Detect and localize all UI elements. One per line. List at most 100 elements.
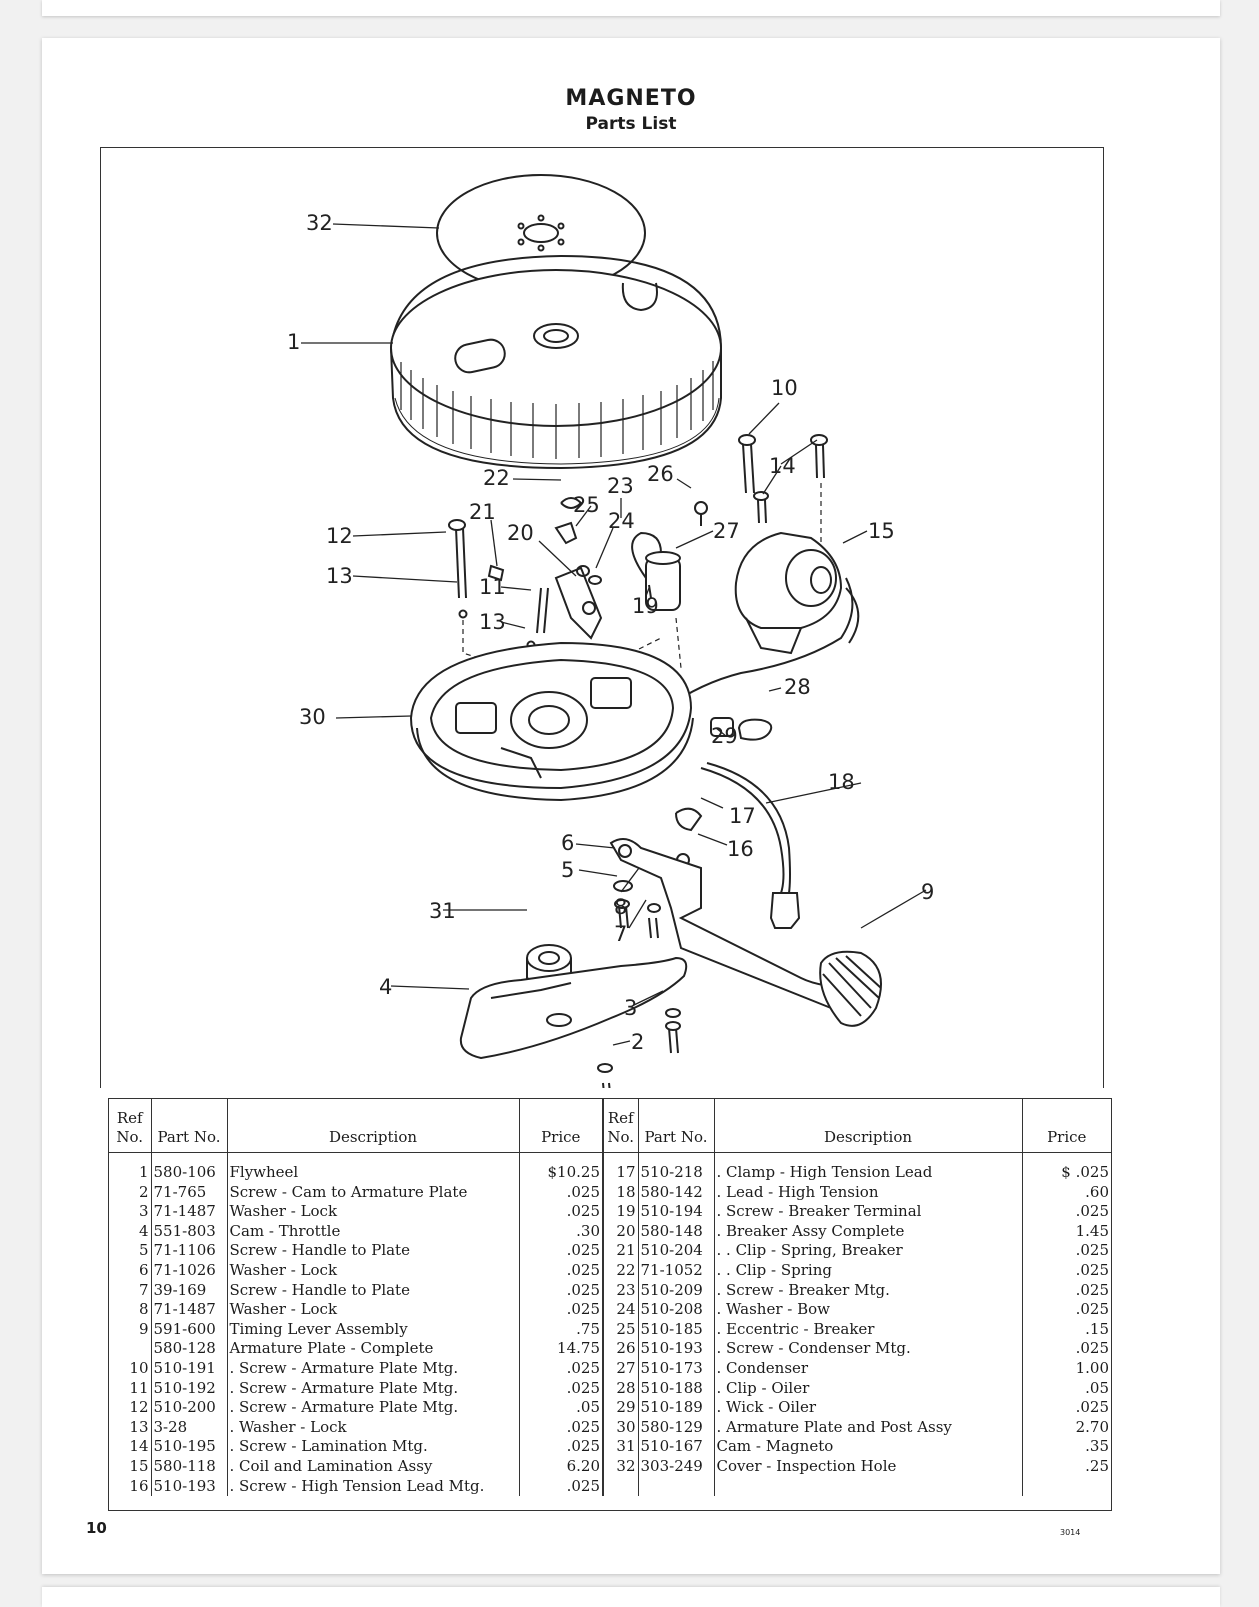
part-number-cell: 580-129 bbox=[638, 1417, 715, 1438]
page-number: 10 bbox=[86, 1519, 107, 1537]
description-cell: . Screw - Breaker Terminal bbox=[714, 1202, 1023, 1222]
description-cell: . Clip - Oiler bbox=[714, 1378, 1023, 1399]
callout-label: 29 bbox=[711, 724, 738, 748]
part-number-cell: 510-208 bbox=[638, 1300, 715, 1320]
ref-cell: 31 bbox=[603, 1437, 639, 1457]
ref-cell: 18 bbox=[603, 1182, 639, 1203]
part-number-cell bbox=[638, 1476, 715, 1497]
print-code: 3014 bbox=[1060, 1528, 1081, 1537]
part-number-cell: 510-209 bbox=[638, 1280, 715, 1301]
price-cell: $10.25 bbox=[519, 1152, 604, 1183]
price-cell: .60 bbox=[1085, 1182, 1109, 1201]
parts-table: Ref No. Part No. Description Price Ref N… bbox=[109, 1099, 1111, 1497]
callout-label: 21 bbox=[469, 500, 496, 524]
price-cell: 1.00 bbox=[1075, 1358, 1109, 1377]
price-cell: .025 bbox=[519, 1437, 604, 1457]
ref-cell: 21 bbox=[603, 1241, 639, 1261]
price-cell: .025 bbox=[519, 1358, 604, 1379]
description-cell: . Breaker Assy Complete bbox=[714, 1221, 1023, 1242]
description-cell: . Screw - Lamination Mtg. bbox=[227, 1437, 520, 1457]
ref-cell: 19 bbox=[603, 1202, 639, 1222]
ref-cell: 15 bbox=[109, 1456, 152, 1477]
price-cell: .025 bbox=[1075, 1300, 1109, 1319]
ref-cell: 11 bbox=[109, 1378, 152, 1399]
ref-cell: 3 bbox=[109, 1202, 152, 1222]
description-column-header: Description bbox=[714, 1099, 1023, 1153]
description-cell: . Lead - High Tension bbox=[714, 1182, 1023, 1203]
callout-label: 14 bbox=[769, 454, 796, 478]
ref-cell: 10 bbox=[109, 1358, 152, 1379]
table-header-row: Ref No. Part No. Description Price Ref N… bbox=[109, 1099, 1111, 1153]
part-column-header: Part No. bbox=[151, 1099, 228, 1153]
armature-plate-part bbox=[409, 641, 694, 802]
callout-label: 1 bbox=[287, 330, 300, 354]
timing-lever-part bbox=[609, 838, 882, 1027]
price-cell: .15 bbox=[1085, 1319, 1109, 1338]
price-cell: .25 bbox=[1085, 1456, 1109, 1475]
part-number-cell: 39-169 bbox=[151, 1280, 228, 1301]
callout-label: 24 bbox=[608, 509, 635, 533]
ref-cell: 6 bbox=[109, 1260, 152, 1281]
callout-label: 9 bbox=[921, 880, 934, 904]
callout-label: 26 bbox=[647, 462, 674, 486]
breaker-assembly-part bbox=[448, 497, 708, 673]
price-cell: .025 bbox=[519, 1300, 604, 1320]
price-cell: 2.70 bbox=[1075, 1417, 1109, 1436]
part-number-cell: 510-188 bbox=[638, 1378, 715, 1399]
description-cell: . Screw - Breaker Mtg. bbox=[714, 1280, 1023, 1301]
description-cell: . Condenser bbox=[714, 1358, 1023, 1379]
description-cell: . Eccentric - Breaker bbox=[714, 1319, 1023, 1340]
callout-label: 22 bbox=[483, 466, 510, 490]
price-cell: .025 bbox=[1075, 1280, 1109, 1299]
description-cell: . Clamp - High Tension Lead bbox=[714, 1152, 1023, 1183]
part-number-cell: 510-192 bbox=[151, 1378, 228, 1399]
ref-cell: 27 bbox=[603, 1358, 639, 1379]
part-number-cell: 510-193 bbox=[638, 1339, 715, 1359]
callout-label: 28 bbox=[784, 675, 811, 699]
lever-fasteners-part bbox=[613, 880, 661, 939]
catalog-page: MAGNETO Parts List bbox=[42, 38, 1220, 1574]
price-cell: .025 bbox=[519, 1202, 604, 1222]
ref-cell: 28 bbox=[603, 1378, 639, 1399]
description-cell: Washer - Lock bbox=[227, 1300, 520, 1320]
ref-cell: 22 bbox=[603, 1260, 639, 1281]
description-column-header: Description bbox=[227, 1099, 520, 1153]
callout-label: 6 bbox=[561, 831, 574, 855]
part-number-cell: 510-218 bbox=[638, 1152, 715, 1183]
price-cell: .025 bbox=[519, 1378, 604, 1399]
magneto-illustration: 32 1 10 14 26 22 23 25 21 20 24 12 27 15… bbox=[287, 174, 934, 1088]
price-cell: $ .025 bbox=[1061, 1163, 1109, 1181]
flywheel-part bbox=[390, 254, 722, 470]
description-cell: . Wick - Oiler bbox=[714, 1398, 1023, 1418]
ref-cell: 7 bbox=[109, 1280, 152, 1301]
description-cell: Cam - Throttle bbox=[227, 1221, 520, 1242]
description-cell: . Screw - Armature Plate Mtg. bbox=[227, 1378, 520, 1399]
condenser-part bbox=[631, 531, 681, 611]
description-cell: Screw - Handle to Plate bbox=[227, 1241, 520, 1261]
description-cell: . Screw - Condenser Mtg. bbox=[714, 1339, 1023, 1359]
description-cell: Screw - Handle to Plate bbox=[227, 1280, 520, 1301]
ref-cell: 9 bbox=[109, 1319, 152, 1340]
cam-screw-washer-part bbox=[597, 1008, 681, 1088]
parts-list-table: Ref No. Part No. Description Price Ref N… bbox=[108, 1098, 1112, 1511]
previous-page-edge bbox=[42, 0, 1220, 16]
description-cell: Cover - Inspection Hole bbox=[714, 1456, 1023, 1477]
price-cell: .025 bbox=[519, 1260, 604, 1281]
callout-label: 17 bbox=[729, 804, 756, 828]
page-title: MAGNETO bbox=[565, 86, 697, 111]
ref-cell: 4 bbox=[109, 1221, 152, 1242]
description-cell: Armature Plate - Complete bbox=[227, 1339, 520, 1359]
part-number-cell: 580-128 bbox=[151, 1339, 228, 1359]
ref-cell: 24 bbox=[603, 1300, 639, 1320]
price-cell: .35 bbox=[1085, 1437, 1109, 1456]
part-number-cell: 510-173 bbox=[638, 1358, 715, 1379]
callout-label: 20 bbox=[507, 521, 534, 545]
callout-label: 12 bbox=[326, 524, 353, 548]
